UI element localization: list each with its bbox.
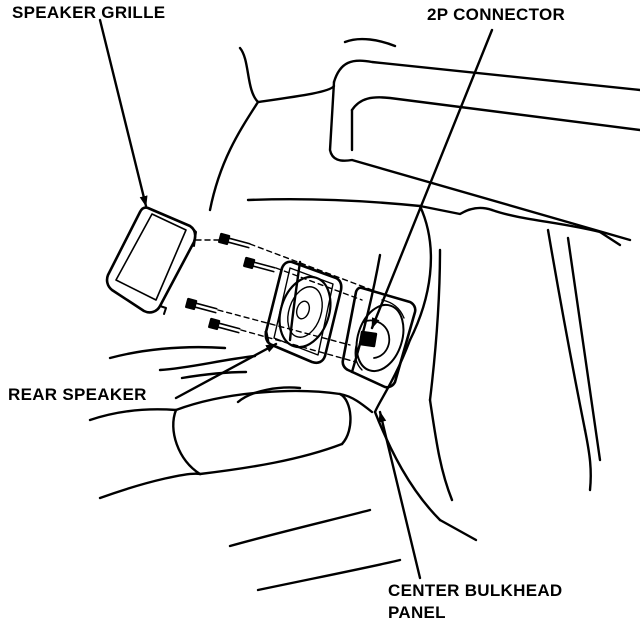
bulkhead-label-line2: PANEL <box>388 603 446 622</box>
speaker-grille-label: SPEAKER GRILLE <box>12 3 166 22</box>
bulkhead-panel-outline <box>246 198 622 542</box>
rear-speaker <box>264 260 343 365</box>
rear-shelf-outline <box>208 37 640 242</box>
bulkhead-leader <box>378 410 422 580</box>
speaker-mount-recess <box>341 286 417 389</box>
rear-speaker-label: REAR SPEAKER <box>8 385 147 404</box>
connector-label: 2P CONNECTOR <box>427 5 566 24</box>
leader-lines <box>98 18 494 580</box>
speaker-grille <box>105 206 197 315</box>
grille-leader <box>98 18 148 208</box>
seat-cushion-outline <box>88 345 402 592</box>
screws <box>185 232 276 334</box>
speaker-leader <box>174 342 278 400</box>
bulkhead-label-line1: CENTER BULKHEAD <box>388 581 563 600</box>
connector-leader <box>370 28 494 330</box>
